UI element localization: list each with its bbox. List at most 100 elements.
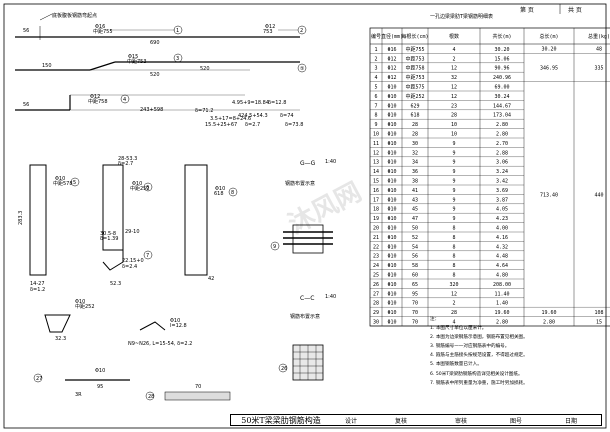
- svg-text:618: 618: [214, 191, 224, 197]
- rebar-4-shape: 56 Φ12 中距758 4 243+598 4.95+9=18.84 δ=12…: [15, 94, 303, 128]
- svg-text:⑤: ⑤: [300, 66, 304, 72]
- note-line: 7. 钢筋表中所列重量为净重，施工时另加损耗。: [430, 380, 528, 386]
- table-cell: 中距753: [405, 74, 424, 81]
- svg-text:95: 95: [97, 384, 103, 390]
- rebar-2-len: 753: [263, 29, 273, 35]
- svg-text:中距252: 中距252: [130, 185, 150, 192]
- small-details: Φ10 中距252 32.3 Φ10 l=12.8 N9~N26, L=15-5…: [33, 299, 231, 401]
- svg-text:28-53.3: 28-53.3: [118, 156, 137, 162]
- table-cell: 36: [412, 169, 418, 175]
- table-cell: 32: [451, 75, 457, 81]
- table-cell: 4.80: [496, 273, 508, 279]
- table-cell: 4: [452, 320, 455, 326]
- rebar-4-tail: 56: [23, 102, 29, 108]
- table-cell: 29: [373, 310, 379, 316]
- svg-text:δ=2.7: δ=2.7: [245, 122, 260, 128]
- svg-text:3.5+17=8+24.6: 3.5+17=8+24.6: [210, 116, 251, 122]
- svg-text:7: 7: [146, 253, 149, 259]
- table-total-weight: 335: [594, 66, 603, 72]
- table-cell: 65: [412, 282, 418, 288]
- svg-text:283.3: 283.3: [18, 211, 24, 225]
- svg-text:δ=74: δ=74: [280, 113, 294, 119]
- table-cell: 11: [373, 141, 379, 147]
- table-total-weight: 15: [596, 319, 602, 325]
- svg-text:δ=1.2: δ=1.2: [30, 287, 45, 293]
- table-header-cell: 总重(kg): [588, 33, 610, 40]
- table-cell: Φ12: [387, 66, 396, 72]
- table-cell: 10: [451, 132, 457, 138]
- section-gg: G—G 1:40 钢筋布置示意 9: [270, 159, 336, 254]
- table-cell: 41: [412, 188, 418, 194]
- svg-text:42: 42: [208, 276, 214, 282]
- drawing-title: 50米T梁梁肋钢筋构造: [241, 415, 321, 425]
- svg-text:中距578: 中距578: [53, 180, 73, 187]
- table-cell: 9: [452, 169, 455, 175]
- table-cell: 9: [452, 150, 455, 156]
- table-cell: 4.16: [496, 235, 508, 241]
- svg-text:Φ10: Φ10: [75, 299, 85, 305]
- table-cell: 2: [452, 301, 455, 307]
- table-cell: 13: [373, 160, 379, 166]
- svg-text:l=12.8: l=12.8: [170, 323, 187, 329]
- stirrup-detail-c: Φ10 618 8 42: [184, 164, 238, 282]
- table-cell: 2.80: [496, 132, 508, 138]
- table-cell: Φ10: [387, 85, 396, 91]
- table-cell: 2.88: [496, 150, 508, 156]
- table-cell: 25: [373, 273, 379, 279]
- notes-block: 注： 1. 本图尺寸单位以厘米计。 2. 本图为边梁钢筋示意图，钢筋布置见相关图…: [430, 315, 602, 388]
- rebar-2-dia: Φ12: [265, 24, 275, 30]
- svg-text:Φ10: Φ10: [132, 181, 142, 187]
- svg-text:26: 26: [281, 366, 287, 372]
- stirrup-detail-b: 28-53.3 δ=2.7 Φ10 中距252 6 30.5-8 δ=1.39 …: [100, 156, 153, 287]
- svg-text:δ=73.8: δ=73.8: [285, 122, 303, 128]
- table-cell: 8: [452, 244, 455, 250]
- svg-text:Φ10: Φ10: [215, 186, 225, 192]
- table-header-cell: 根数: [449, 33, 459, 40]
- table-cell: 2.80: [496, 320, 508, 326]
- table-cell: 2.70: [496, 141, 508, 147]
- table-cell: 8: [452, 263, 455, 269]
- table-cell: Φ10: [387, 94, 396, 100]
- svg-text:32.3: 32.3: [55, 336, 66, 342]
- svg-text:Φ10: Φ10: [170, 318, 180, 324]
- rebar-1-shape: 56 Φ16 中距755 690 1: [15, 24, 300, 46]
- table-cell: Φ10: [387, 169, 396, 175]
- table-cell: 12: [451, 85, 457, 91]
- table-cell: 中距758: [405, 65, 424, 72]
- stirrup-detail-a: Φ10 中距578 5 14-27 δ=1.2 283.3: [18, 164, 80, 293]
- table-cell: 22: [373, 244, 379, 250]
- table-cell: 8: [452, 273, 455, 279]
- date-label: 日期: [564, 417, 577, 425]
- table-cell: 12: [451, 291, 457, 297]
- table-cell: 28: [451, 113, 457, 119]
- table-cell: 10: [373, 132, 379, 138]
- table-cell: 9: [452, 216, 455, 222]
- table-cell: Φ10: [387, 113, 396, 119]
- table-header-cell: 共长(m): [492, 33, 511, 40]
- table-cell: Φ16: [387, 47, 396, 53]
- table-cell: 69.00: [494, 85, 509, 91]
- table-cell: 34: [412, 160, 418, 166]
- table-cell: Φ10: [387, 291, 396, 297]
- svg-text:70: 70: [195, 384, 201, 390]
- table-cell: 4: [374, 75, 377, 81]
- total-label: 共 页: [568, 7, 582, 14]
- table-cell: 3: [374, 66, 377, 72]
- table-cell: 4.05: [496, 207, 508, 213]
- table-cell: Φ10: [387, 301, 396, 307]
- rebar-3-dia: Φ15: [128, 54, 138, 60]
- table-cell: Φ10: [387, 235, 396, 241]
- svg-text:2: 2: [300, 28, 303, 34]
- table-cell: 30: [412, 141, 418, 147]
- table-cell: 32: [412, 150, 418, 156]
- table-cell: 6: [374, 94, 377, 100]
- table-cell: 45: [412, 207, 418, 213]
- svg-text:4.95+9=18.84: 4.95+9=18.84: [232, 100, 269, 106]
- table-cell: 1: [374, 47, 377, 53]
- table-cell: 4.64: [496, 263, 508, 269]
- table-cell: 90.96: [494, 66, 509, 72]
- table-cell: 70: [412, 301, 418, 307]
- section-gg-title: G—G: [300, 160, 316, 167]
- rebar-2-shape: Φ12 753 2: [263, 24, 307, 35]
